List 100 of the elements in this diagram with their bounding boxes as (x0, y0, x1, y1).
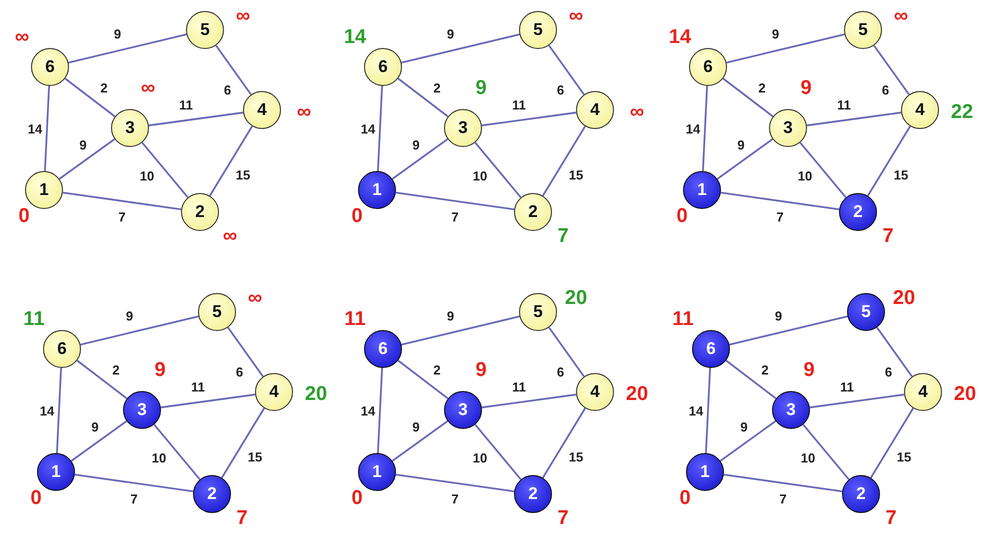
edge-label: 7 (779, 492, 787, 506)
edge-label: 2 (758, 81, 766, 94)
graph-node: 1 (683, 171, 721, 209)
graph-node: 6 (31, 48, 69, 86)
graph-node: 3 (111, 109, 149, 147)
edge-label: 15 (896, 450, 912, 464)
graph-edge (724, 474, 842, 492)
distance-label: 7 (557, 226, 569, 246)
edge-label: 15 (568, 450, 584, 464)
graph-node: 3 (772, 391, 810, 429)
graph-edge (548, 326, 585, 378)
graph-node: 5 (844, 11, 882, 49)
distance-label: 9 (803, 360, 815, 380)
edge-label: 9 (126, 309, 134, 322)
edge-label: 6 (556, 84, 564, 96)
graph-edge (867, 126, 911, 196)
graph-node: 1 (686, 453, 724, 491)
edge-label: 9 (79, 138, 87, 152)
graph-edge (160, 394, 256, 408)
distance-label: ∞ (140, 78, 156, 98)
edge-label: 15 (236, 168, 250, 182)
graph-edge (377, 86, 383, 172)
graph-edge (542, 126, 586, 196)
edge-label: 9 (740, 420, 748, 434)
edge-label: 14 (40, 404, 54, 417)
edge-label: 15 (248, 450, 262, 464)
graph-node: 1 (358, 171, 396, 209)
edge-label: 11 (512, 98, 526, 112)
distance-label: 7 (236, 508, 248, 528)
graph-edge (542, 408, 586, 478)
edge-label: 6 (882, 84, 890, 96)
graph-node: 1 (37, 453, 75, 491)
graph-edge (392, 420, 448, 462)
edge-label: 2 (761, 363, 769, 376)
edge-label: 7 (451, 210, 459, 224)
edge-label: 9 (412, 420, 420, 434)
graph-edge (482, 112, 576, 126)
distance-label: ∞ (894, 6, 908, 26)
distance-label: ∞ (236, 6, 250, 26)
edge-label: 10 (798, 170, 812, 182)
graph-node: 6 (43, 330, 81, 368)
distance-label: ∞ (568, 6, 584, 26)
graph-edge (74, 474, 194, 492)
graph-edge (474, 424, 522, 480)
edge-label: 14 (360, 404, 376, 417)
edge-label: 9 (412, 138, 420, 152)
edge-label: 9 (774, 309, 782, 322)
edge-label: 9 (737, 138, 745, 152)
graph-node: 2 (514, 475, 552, 513)
graph-edge (68, 34, 187, 64)
graph-node: 6 (689, 48, 727, 86)
graph-edge (221, 408, 265, 478)
edge-label: 10 (140, 170, 154, 182)
edge-label: 7 (451, 492, 459, 506)
graph-edge (76, 360, 128, 400)
graph-node: 6 (364, 330, 402, 368)
edge-label: 2 (433, 81, 441, 94)
graph-edge (726, 34, 845, 64)
distance-label: 14 (668, 27, 692, 47)
graph-node: 5 (186, 11, 224, 49)
graph-node: 3 (123, 391, 161, 429)
edge-label: 10 (152, 452, 166, 464)
edge-label: 9 (91, 420, 99, 434)
graph-node: 4 (576, 91, 614, 129)
graph-edge (70, 420, 128, 462)
graph-edge (720, 420, 776, 462)
graph-edge (392, 138, 448, 180)
graph-edge (141, 142, 189, 198)
graph-edge (62, 192, 182, 210)
edge-label: 6 (556, 366, 564, 378)
graph-edge (802, 424, 850, 480)
graph-edge (401, 34, 520, 64)
edge-label: 10 (472, 452, 488, 464)
graph-node: 5 (198, 293, 236, 331)
graph-edge (716, 138, 774, 180)
edge-label: 11 (837, 98, 851, 112)
edge-label: 7 (776, 210, 784, 224)
graph-edge (705, 368, 711, 454)
edge-label: 7 (130, 492, 138, 506)
distance-label: 0 (679, 488, 691, 508)
graph-edge (482, 394, 576, 408)
edge-label: 14 (360, 122, 376, 135)
graph-node: 5 (847, 293, 885, 331)
distance-label: 0 (18, 206, 30, 226)
graph-edge (227, 326, 264, 378)
distance-label: 11 (23, 309, 45, 329)
distance-label: 11 (344, 309, 366, 329)
distance-label: 14 (344, 27, 366, 47)
graph-edge (377, 368, 383, 454)
graph-edge (215, 44, 252, 96)
graph-edge (396, 474, 514, 492)
graph-edge (799, 142, 847, 198)
graph-edge (401, 316, 520, 346)
graph-node: 4 (904, 373, 942, 411)
edge-label: 14 (28, 122, 42, 135)
edge-label: 11 (179, 98, 193, 112)
graph-node: 4 (576, 373, 614, 411)
distance-label: 0 (351, 488, 363, 508)
graph-edge (44, 86, 50, 172)
edge-label: 2 (433, 363, 441, 376)
